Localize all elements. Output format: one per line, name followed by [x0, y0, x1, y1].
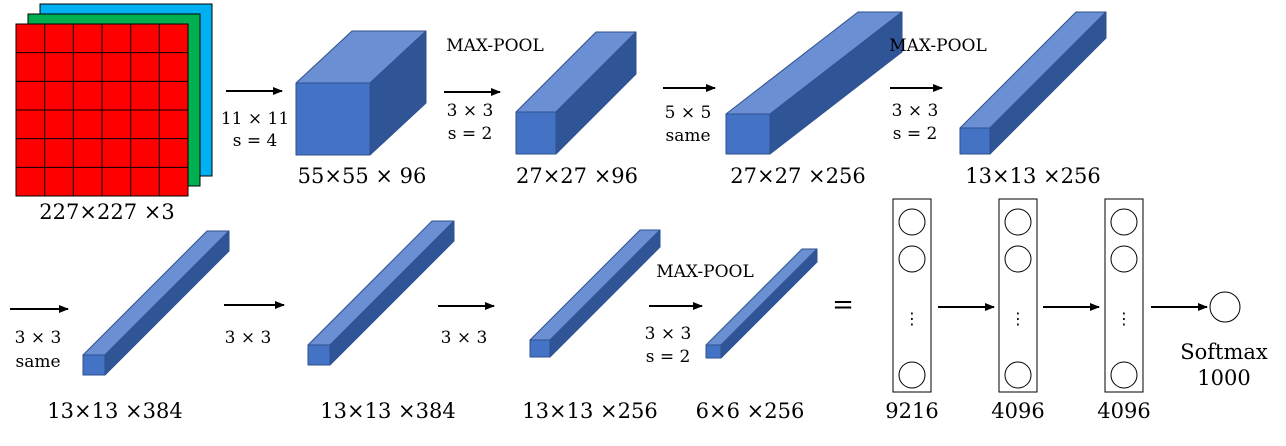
- fc-layer-1-label: 9216: [885, 399, 939, 423]
- op-1-line2: s = 4: [232, 131, 278, 151]
- volume-4: [959, 11, 1107, 155]
- op-2-title: MAX-POOL: [446, 36, 544, 56]
- volume-8-label: 6×6 ×256: [695, 399, 805, 423]
- fc-layer-2-box: [998, 198, 1038, 393]
- volume-5-label: 13×13 ×384: [47, 399, 183, 423]
- op-2-line2: s = 2: [447, 124, 493, 144]
- neuron: [1004, 361, 1032, 389]
- volume-3: [725, 11, 903, 155]
- equals-sign: =: [832, 290, 854, 320]
- volume-1: [295, 30, 427, 156]
- cube-side-face: [104, 230, 230, 376]
- fc-layer-2-label: 4096: [991, 399, 1045, 423]
- cube-side-face: [549, 229, 661, 358]
- op-8-line2: s = 2: [645, 347, 691, 367]
- volume-2: [515, 31, 637, 155]
- red-channel-grid: [16, 24, 188, 196]
- cube-top-face: [307, 220, 455, 346]
- cube-front-face: [725, 113, 771, 155]
- fc-layer-2: [998, 198, 1038, 393]
- cube-front-face: [705, 344, 722, 359]
- op-8-title: MAX-POOL: [656, 262, 754, 282]
- op-4-line1: 3 × 3: [891, 101, 939, 121]
- fc-layer-2-dots: ⋮: [1010, 309, 1026, 328]
- softmax-size: 1000: [1197, 366, 1251, 390]
- arrows: [10, 84, 1208, 313]
- input-image-stack: [15, 3, 213, 197]
- op-3-line2: same: [665, 126, 711, 146]
- cube-side-face: [329, 220, 455, 366]
- softmax-label: Softmax: [1180, 340, 1268, 364]
- op-4-line2: s = 2: [892, 124, 938, 144]
- neuron: [1004, 245, 1032, 273]
- neuron: [1110, 245, 1138, 273]
- cube-front-face: [959, 127, 991, 155]
- cube-top-face: [529, 229, 661, 341]
- cube-front-face: [307, 344, 331, 366]
- op-8-line1: 3 × 3: [644, 324, 692, 344]
- fc-layer-3: [1104, 198, 1144, 393]
- op-7-line1: 3 × 3: [440, 328, 488, 348]
- fc-layer-3-box: [1104, 198, 1144, 393]
- fc-layer-3-dots: ⋮: [1116, 309, 1132, 328]
- op-5-line1: 3 × 3: [14, 328, 62, 348]
- op-1-line1: 11 × 11: [220, 109, 290, 129]
- cube-top-face: [82, 230, 230, 356]
- volume-5: [82, 230, 230, 376]
- fc-layer-3-label: 4096: [1097, 399, 1151, 423]
- volume-7-label: 13×13 ×256: [522, 399, 658, 423]
- fc-layer-1: [892, 198, 932, 393]
- neuron: [1004, 208, 1032, 236]
- cube-front-face: [529, 339, 551, 358]
- cube-front-face: [295, 82, 371, 156]
- volume-1-label: 55×55 × 96: [297, 164, 427, 188]
- op-5-line2: same: [15, 352, 61, 372]
- neuron: [1110, 361, 1138, 389]
- volume-7: [529, 229, 661, 358]
- neuron: [1110, 208, 1138, 236]
- volume-4-label: 13×13 ×256: [965, 164, 1101, 188]
- softmax-neuron: [1209, 291, 1241, 323]
- fc-layer-1-box: [892, 198, 932, 393]
- volume-6: [307, 220, 455, 366]
- cube-front-face: [515, 111, 557, 155]
- op-2-line1: 3 × 3: [446, 101, 494, 121]
- volume-8: [705, 248, 818, 359]
- neuron: [898, 208, 926, 236]
- volume-2-label: 27×27 ×96: [515, 164, 639, 188]
- cube-front-face: [82, 354, 106, 376]
- neuron: [898, 361, 926, 389]
- neuron: [898, 245, 926, 273]
- volume-6-label: 13×13 ×384: [320, 399, 456, 423]
- fc-layer-1-dots: ⋮: [904, 309, 920, 328]
- op-3-line1: 5 × 5: [664, 103, 712, 123]
- op-6-line1: 3 × 3: [224, 328, 272, 348]
- volume-3-label: 27×27 ×256: [730, 164, 866, 188]
- input-dim-label: 227×227 ×3: [39, 200, 175, 224]
- op-4-title: MAX-POOL: [889, 36, 987, 56]
